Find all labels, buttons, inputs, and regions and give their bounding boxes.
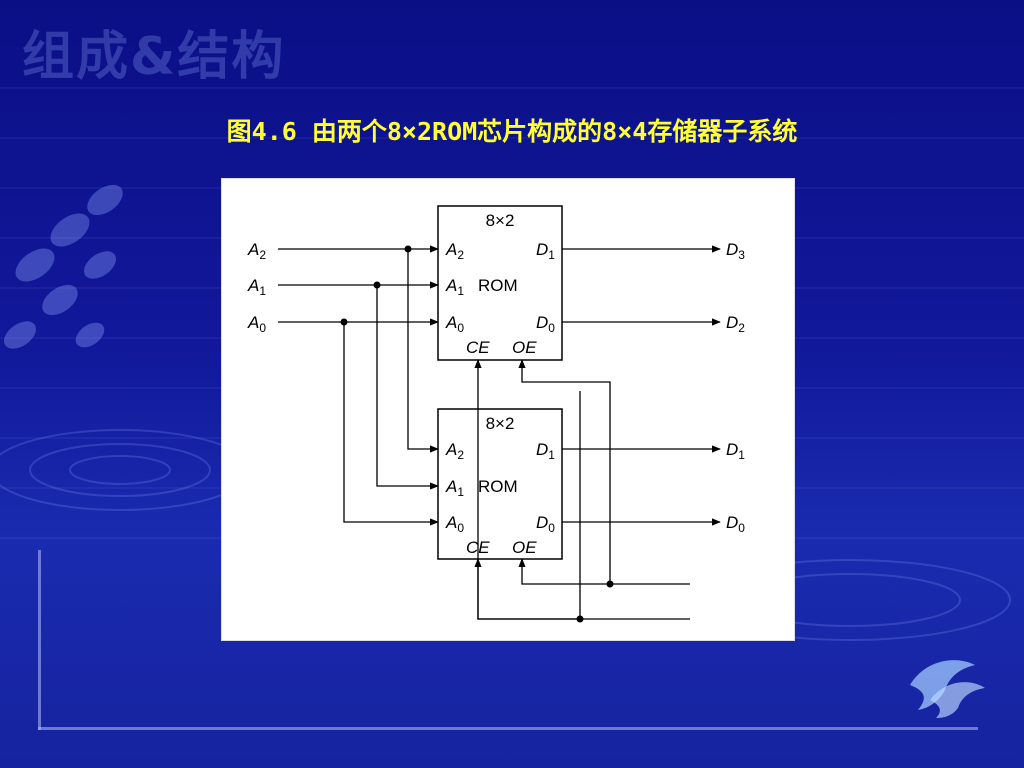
- chip-top-type: ROM: [478, 276, 518, 295]
- input-label-a2: A2: [247, 240, 266, 262]
- output-label-d2: D2: [726, 313, 745, 335]
- chip-top-a1: A1: [445, 276, 464, 298]
- chip-top-a2: A2: [445, 240, 464, 262]
- output-label-d0: D0: [726, 513, 745, 535]
- output-label-d1: D1: [726, 440, 745, 462]
- chip-bottom-a2: A2: [445, 440, 464, 462]
- output-label-d3: D3: [726, 240, 745, 262]
- chip-bottom-size: 8×2: [486, 414, 515, 433]
- chip-top-d1: D1: [536, 240, 555, 262]
- dolphin-logo-icon: [910, 660, 985, 718]
- chip-bottom-ce: CE: [466, 538, 490, 557]
- watermark-heading: 组成&结构: [22, 27, 286, 87]
- rom-chip-top: [437, 205, 563, 361]
- circuit-svg: 8×2 A2 A1 ROM A0 D1 D0 CE OE 8×2 A2 A1 R…: [247, 205, 745, 623]
- chip-top-oe: OE: [512, 338, 537, 357]
- chip-bottom-d1: D1: [536, 440, 555, 462]
- chip-bottom-type: ROM: [478, 477, 518, 496]
- chip-bottom-d0: D0: [536, 513, 555, 535]
- decorative-vertical-line: [38, 550, 41, 730]
- slide-title: 图4.6 由两个8×2ROM芯片构成的8×4存储器子系统: [226, 117, 798, 146]
- chip-top-size: 8×2: [486, 211, 515, 230]
- chip-bottom-oe: OE: [512, 538, 537, 557]
- chip-top-a0: A0: [445, 313, 464, 335]
- chip-bottom-a1: A1: [445, 477, 464, 499]
- chip-top-d0: D0: [536, 313, 555, 335]
- input-label-a1: A1: [247, 276, 266, 298]
- decorative-horizontal-line: [38, 727, 978, 730]
- chip-bottom-a0: A0: [445, 513, 464, 535]
- input-label-a0: A0: [247, 313, 266, 335]
- chip-top-ce: CE: [466, 338, 490, 357]
- decorative-bubbles: [3, 184, 123, 349]
- rom-chip-bottom: [437, 408, 563, 560]
- circuit-diagram: 8×2 A2 A1 ROM A0 D1 D0 CE OE 8×2 A2 A1 R…: [221, 178, 795, 641]
